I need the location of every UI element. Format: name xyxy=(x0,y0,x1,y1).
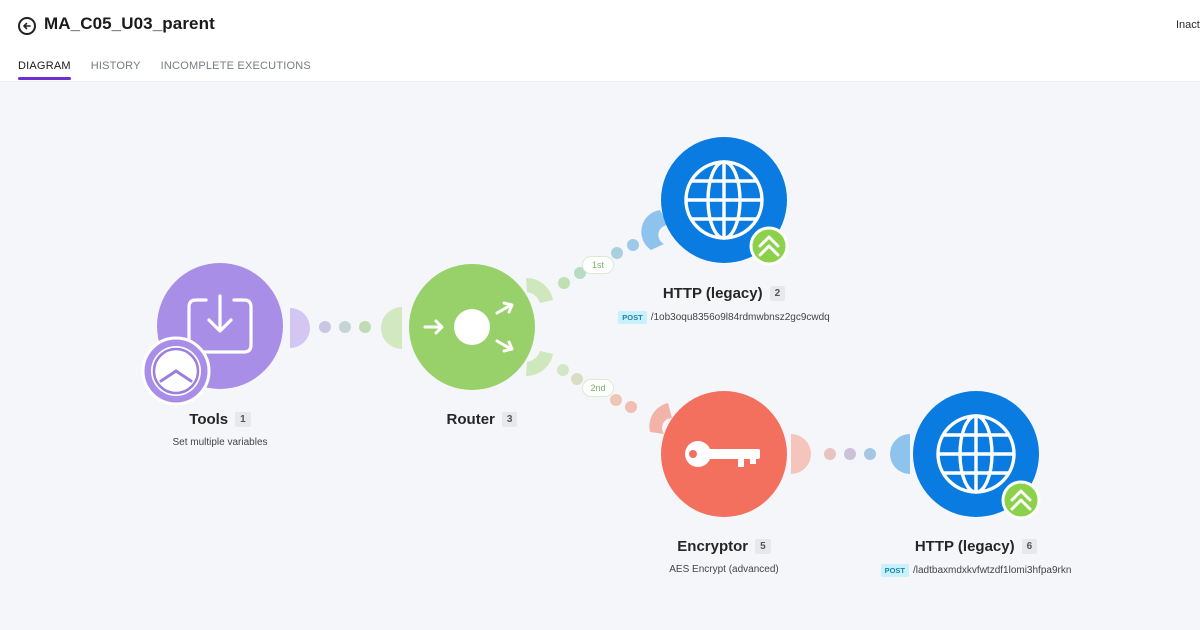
module-subtitle: Set multiple variables xyxy=(172,437,268,448)
status-label: Inactive xyxy=(1176,19,1200,31)
tab-diagram[interactable]: DIAGRAM xyxy=(18,60,71,80)
module-name: HTTP (legacy) xyxy=(914,538,1015,555)
module-number: 5 xyxy=(755,539,771,554)
router-icon xyxy=(423,301,514,353)
module-name: Tools xyxy=(189,411,229,428)
module-subtitle: AES Encrypt (advanced) xyxy=(669,564,779,575)
module-encryptor[interactable] xyxy=(649,391,811,517)
globe-icon xyxy=(684,160,764,240)
connector-encryptor-http6[interactable] xyxy=(824,448,876,460)
key-icon xyxy=(685,441,760,467)
module-number: 1 xyxy=(235,412,251,427)
connector-tools-router[interactable] xyxy=(319,321,371,333)
connector-router-http2[interactable] xyxy=(558,239,639,289)
module-http-2[interactable] xyxy=(641,137,789,266)
route-label-2nd[interactable]: 2nd xyxy=(582,379,614,397)
tab-incomplete-executions[interactable]: INCOMPLETE EXECUTIONS xyxy=(160,60,311,72)
module-name: Router xyxy=(446,411,495,428)
double-chevron-up-icon xyxy=(749,226,789,266)
module-router[interactable] xyxy=(381,264,553,390)
module-number: 6 xyxy=(1021,539,1038,554)
module-subtitle: /ladtbaxmdxkvfwtzdf1lomi3hfpa9rkn xyxy=(913,565,1072,576)
method-badge: POST xyxy=(880,564,909,577)
tab-bar: DIAGRAM HISTORY INCOMPLETE EXECUTIONS xyxy=(18,60,311,80)
diagram-graphics xyxy=(141,137,1041,520)
scenario-header: MA_C05_U03_parent Inactive DIAGRAM HISTO… xyxy=(0,0,1200,82)
module-number: 2 xyxy=(769,286,786,301)
module-label-http-2: HTTP (legacy) 2 POST/1ob3oqu8356o9l84rdmw… xyxy=(618,285,830,324)
clock-icon xyxy=(141,336,211,406)
globe-icon xyxy=(936,414,1016,494)
arrow-left-icon xyxy=(23,22,31,30)
page-title: MA_C05_U03_parent xyxy=(44,14,215,33)
double-chevron-up-icon xyxy=(1001,480,1041,520)
module-label-http-6: HTTP (legacy) 6 POST/ladtbaxmdxkvfwtzdf1l… xyxy=(866,538,1086,577)
module-label-tools: Tools 1 Set multiple variables xyxy=(120,411,320,448)
module-http-6[interactable] xyxy=(890,391,1041,520)
module-name: HTTP (legacy) xyxy=(662,285,763,302)
route-label-1st[interactable]: 1st xyxy=(582,256,614,274)
diagram-canvas[interactable]: 1st 2nd Tools 1 Set multiple variables HT… xyxy=(0,82,1200,630)
download-tray-icon xyxy=(187,294,253,354)
module-tools[interactable] xyxy=(141,263,310,406)
tab-history[interactable]: HISTORY xyxy=(90,60,141,72)
module-subtitle: /1ob3oqu8356o9l84rdmwbnsz2gc9cwdq xyxy=(650,312,830,323)
back-button[interactable] xyxy=(18,17,36,35)
module-number: 3 xyxy=(501,412,518,427)
module-label-router: Router 3 xyxy=(382,411,582,429)
module-label-encryptor: Encryptor 5 AES Encrypt (advanced) xyxy=(624,538,824,575)
method-badge: POST xyxy=(618,311,647,324)
module-name: Encryptor xyxy=(677,538,749,555)
connector-router-encryptor[interactable] xyxy=(557,364,637,413)
